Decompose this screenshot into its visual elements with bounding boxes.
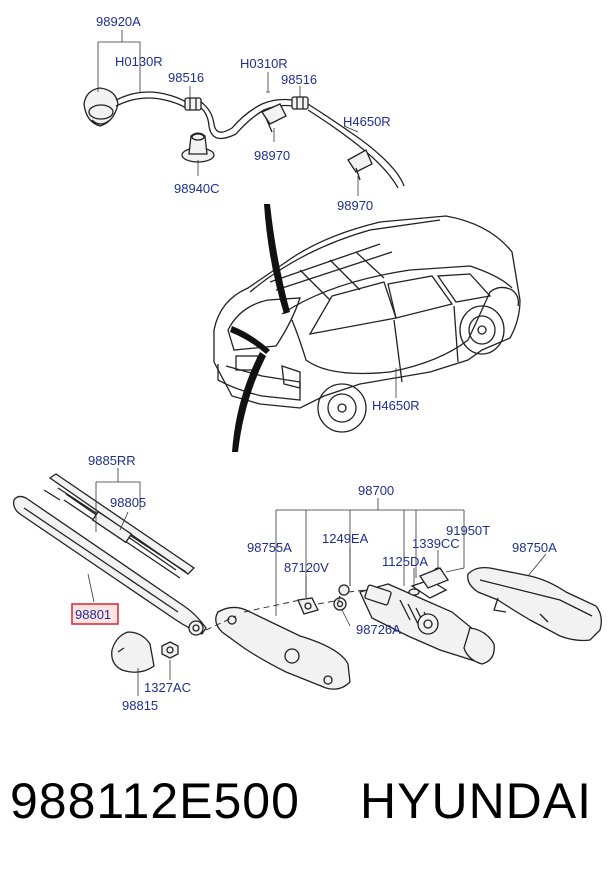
brand-text: HYUNDAI (360, 773, 593, 829)
label-h0310r: H0310R (240, 56, 288, 71)
label-98920a: 98920A (96, 14, 141, 29)
motor-cover (467, 566, 602, 642)
label-9885rr: 9885RR (88, 453, 136, 468)
label-98750a: 98750A (512, 540, 557, 555)
part-labels: 98920A H0130R 98516 H0310R 98516 98940C … (75, 14, 557, 713)
hose-clip-2 (347, 149, 373, 181)
motor-body (359, 579, 495, 665)
wiper-arm-blade (12, 473, 207, 673)
leader-lines-wiper (87, 468, 171, 696)
label-98516-2: 98516 (281, 72, 317, 87)
grommet (181, 132, 215, 163)
harness-connector (419, 567, 449, 589)
label-h4650r-2: H4650R (372, 398, 420, 413)
washer-nozzle (83, 87, 119, 127)
hose-clip-1 (261, 103, 287, 133)
rubber-bush (297, 597, 319, 615)
highlight-box (71, 603, 119, 625)
label-98970-1: 98970 (254, 148, 290, 163)
flat-washer (408, 588, 420, 596)
label-98805: 98805 (110, 495, 146, 510)
label-1339cc: 1339CC (412, 536, 460, 551)
label-98516-1: 98516 (168, 70, 204, 85)
motor-bracket (215, 606, 351, 690)
label-98726a: 98726A (356, 622, 401, 637)
front-wheel (459, 305, 505, 355)
label-h0130r: H0130R (115, 54, 163, 69)
pivot-shaft (333, 597, 347, 611)
part-number-text: 988112E500 (10, 773, 300, 829)
callout-arrow-mid (230, 326, 270, 354)
label-1249ea: 1249EA (322, 531, 369, 546)
label-98755a: 98755A (247, 540, 292, 555)
pivot-nut (161, 641, 179, 659)
suv-illustration (213, 204, 521, 452)
label-1125da: 1125DA (382, 554, 428, 569)
hose-connector-2 (291, 96, 309, 110)
hose-connector-1 (184, 97, 202, 111)
wiper-arm (12, 495, 207, 636)
pivot-cap (111, 631, 155, 673)
leader-lines-motor (275, 498, 547, 627)
callout-arrow-top (264, 204, 290, 314)
caption-bar: 988112E500 HYUNDAI (0, 760, 614, 860)
label-98970-2: 98970 (337, 198, 373, 213)
exploded-parts-diagram: 98920A H0130R 98516 H0310R 98516 98940C … (12, 14, 602, 713)
callout-arrow-bottom (232, 352, 266, 452)
rear-wheel (317, 383, 367, 433)
leader-lines-top (97, 30, 359, 196)
label-h4650r-1: H4650R (343, 114, 391, 129)
wiper-motor-assembly (205, 566, 602, 690)
label-87120v: 87120V (284, 560, 329, 575)
label-1327ac: 1327AC (144, 680, 191, 695)
washer-hose-assembly (83, 87, 405, 189)
label-98700: 98700 (358, 483, 394, 498)
label-91950t: 91950T (446, 523, 490, 538)
wiper-blade (43, 473, 196, 579)
label-98940c: 98940C (174, 181, 220, 196)
label-98815: 98815 (122, 698, 158, 713)
label-98801: 98801 (75, 607, 111, 622)
